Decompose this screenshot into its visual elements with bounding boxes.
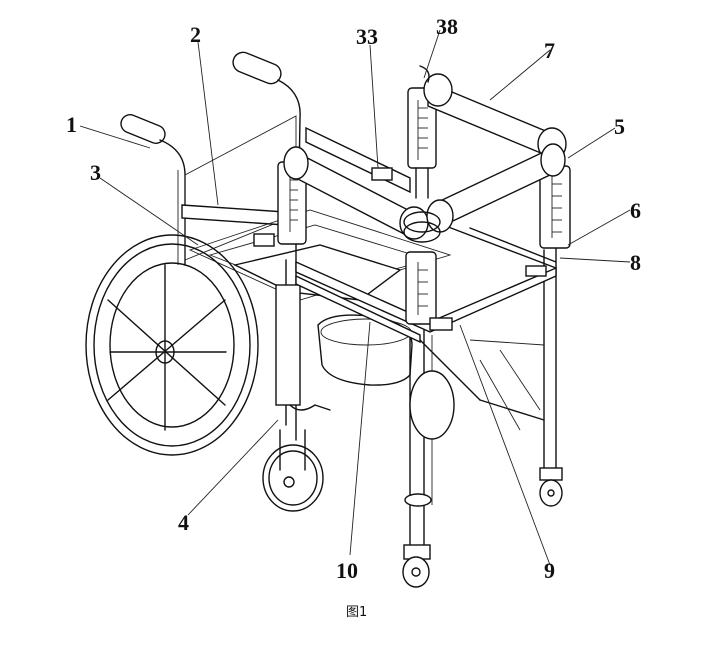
push-handle-left [120,114,186,266]
label-6: 6 [630,198,641,223]
padded-roller-back [419,65,567,161]
label-2: 2 [190,22,201,47]
label-3: 3 [90,160,101,185]
adjustable-tube-center-bottom [405,251,437,325]
label-5: 5 [614,114,625,139]
large-rear-wheel [85,234,259,456]
leader-lines [79,29,631,566]
push-handle-right [232,51,301,241]
label-7: 7 [544,38,555,63]
label-4: 4 [178,510,189,535]
label-1: 1 [66,112,77,137]
label-38: 38 [436,14,458,39]
label-33: 33 [356,24,378,49]
frame-leg-rear-right [539,247,563,507]
label-9: 9 [544,558,555,583]
adjustable-tube-center-top [407,87,437,199]
clamp-33 [371,167,393,181]
figure-caption: 图1 [346,605,367,620]
adjustable-tube-right [539,165,571,249]
padded-roller-right [426,143,566,233]
label-10: 10 [336,558,358,583]
label-8: 8 [630,250,641,275]
front-caster-left [262,239,331,512]
seat-frame [188,209,452,301]
